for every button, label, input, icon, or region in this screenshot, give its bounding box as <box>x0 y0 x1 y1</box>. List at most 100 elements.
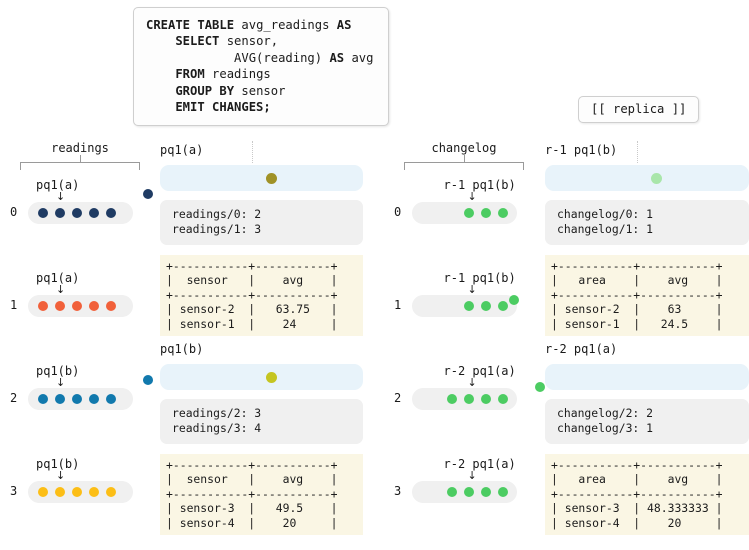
record-dot <box>106 208 116 218</box>
in-flight-record-dot <box>535 382 545 392</box>
partition-pill[interactable] <box>28 388 133 410</box>
record-dot <box>55 394 65 404</box>
stream-pill[interactable] <box>160 364 363 390</box>
stream-record-dot <box>265 372 277 383</box>
stream-pill[interactable] <box>545 165 749 191</box>
partition-pill[interactable] <box>412 388 517 410</box>
record-dot <box>72 301 82 311</box>
partition-index: 2 <box>394 391 402 405</box>
partition-pill[interactable] <box>28 202 133 224</box>
sql-keyword: SELECT <box>146 34 227 49</box>
record-dot <box>106 394 116 404</box>
partition-pill[interactable] <box>28 481 133 503</box>
partition-label: pq1(a) <box>36 271 80 285</box>
sql-keyword: AS <box>336 18 352 32</box>
replica-badge: [[ replica ]] <box>578 96 700 123</box>
sql-line: CREATE TABLE avg_readings AS <box>146 17 376 33</box>
sql-identifier: sensor, <box>226 34 279 49</box>
record-dot <box>498 394 508 404</box>
partition-pill[interactable] <box>28 295 133 317</box>
processor-name: r-2 pq1(a) <box>545 342 618 356</box>
record-dot <box>481 487 491 497</box>
partition-index: 0 <box>10 205 18 219</box>
topic-readings-heading: readings <box>20 141 140 170</box>
sql-line: SELECT sensor, <box>146 33 376 49</box>
sql-line: EMIT CHANGES; <box>146 99 376 115</box>
processor-block[interactable]: pq1(b)readings/2: 3 readings/3: 4+------… <box>160 342 363 536</box>
record-dot <box>106 487 116 497</box>
partition-row[interactable]: pq1(a)↓0 <box>10 178 160 224</box>
record-dot <box>55 208 65 218</box>
bracket <box>404 162 524 170</box>
sql-identifier: avg_readings <box>241 18 337 32</box>
partition-row[interactable]: pq1(b)↓3 <box>10 457 160 503</box>
partition-label: pq1(b) <box>36 364 80 378</box>
down-arrow-icon: ↓ <box>467 376 477 389</box>
in-flight-record-dot <box>509 295 519 305</box>
processor-name: pq1(b) <box>160 342 204 356</box>
record-dot <box>89 301 99 311</box>
record-dot <box>481 208 491 218</box>
down-arrow-icon: ↓ <box>56 469 66 482</box>
sql-line: AVG(reading) AS avg <box>146 50 376 66</box>
processor-block[interactable]: r-2 pq1(a) changelog/2: 2 changelog/3: 1 +… <box>545 342 749 536</box>
partition-label: r-1 pq1(b) <box>443 178 516 192</box>
partition-row[interactable]: r-1 pq1(b)↓0 <box>394 178 544 224</box>
stream-pill[interactable] <box>545 364 749 390</box>
partition-row[interactable]: pq1(b)↓ 2 <box>10 364 160 410</box>
sql-keyword: CREATE TABLE <box>146 18 242 32</box>
record-dot <box>464 301 474 311</box>
partition-pill[interactable] <box>412 295 517 317</box>
record-dot <box>464 208 474 218</box>
topic-changelog-title: changelog <box>431 141 497 155</box>
record-dot <box>38 487 48 497</box>
record-dot <box>55 301 65 311</box>
sql-keyword: EMIT CHANGES; <box>146 100 271 115</box>
partition-label: r-1 pq1(b) <box>443 271 516 285</box>
offsets-box: changelog/2: 2 changelog/3: 1 <box>545 399 749 444</box>
state-table: +-----------+-----------+ | area | avg |… <box>545 255 749 337</box>
down-arrow-icon: ↓ <box>467 469 477 482</box>
record-dot <box>481 394 491 404</box>
partition-pill[interactable] <box>412 202 517 224</box>
down-arrow-icon: ↓ <box>467 190 477 203</box>
processor-block[interactable]: pq1(a)readings/0: 2 readings/1: 3+------… <box>160 141 363 337</box>
sql-keyword: GROUP BY <box>146 83 242 98</box>
partition-label: r-2 pq1(a) <box>443 457 516 471</box>
processor-name: pq1(a) <box>160 143 204 157</box>
partition-row[interactable]: pq1(a)↓1 <box>10 271 160 317</box>
sql-keyword: FROM <box>146 67 213 82</box>
dotted-divider <box>637 141 638 163</box>
partition-pill[interactable] <box>412 481 517 503</box>
stream-pill[interactable] <box>160 165 363 191</box>
record-dot <box>498 487 508 497</box>
stream-record-dot <box>265 173 277 184</box>
sql-identifier: readings <box>212 67 271 82</box>
partition-row[interactable]: r-2 pq1(a)↓2 <box>394 364 544 410</box>
record-dot <box>447 394 457 404</box>
partition-index: 1 <box>394 298 402 312</box>
partition-row[interactable]: r-2 pq1(a)↓3 <box>394 457 544 503</box>
offsets-box: readings/2: 3 readings/3: 4 <box>160 399 363 444</box>
topic-changelog-heading: changelog <box>404 141 524 170</box>
record-dot <box>38 301 48 311</box>
bracket-stem <box>463 155 465 162</box>
sql-keyword: AS <box>329 50 352 65</box>
sql-statement-box: CREATE TABLE avg_readings AS SELECT sens… <box>133 7 389 127</box>
sql-line: GROUP BY sensor <box>146 83 376 99</box>
record-dot <box>106 301 116 311</box>
down-arrow-icon: ↓ <box>467 283 477 296</box>
partition-row[interactable]: r-1 pq1(b)↓ 1 <box>394 271 544 317</box>
partition-index: 2 <box>10 391 18 405</box>
processor-block[interactable]: r-1 pq1(b)changelog/0: 1 changelog/1: 1+… <box>545 141 749 337</box>
record-dot <box>464 487 474 497</box>
processor-name: r-1 pq1(b) <box>545 143 618 157</box>
state-table: +-----------+-----------+ | area | avg |… <box>545 454 749 536</box>
bracket <box>20 162 140 170</box>
record-dot <box>498 301 508 311</box>
down-arrow-icon: ↓ <box>56 376 66 389</box>
partition-index: 1 <box>10 298 18 312</box>
sql-line: FROM readings <box>146 66 376 82</box>
record-dot <box>89 208 99 218</box>
